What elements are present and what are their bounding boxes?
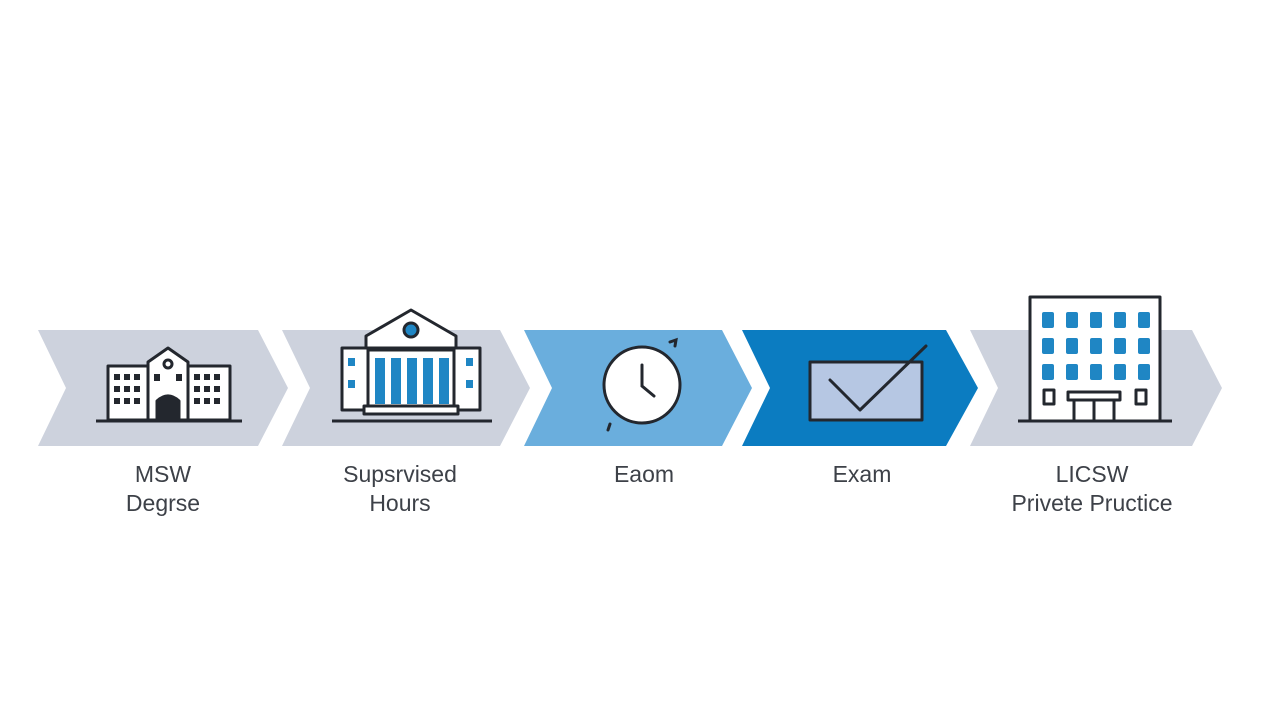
columned-building-icon	[332, 308, 492, 423]
step-2-label: Supsrvised Hours	[343, 461, 457, 516]
school-building-icon	[96, 346, 242, 423]
step-4-label: Exam	[832, 461, 892, 487]
step-1-label: MSW Degrse	[125, 461, 201, 516]
step-5-label: LICSW Privete Pructice	[1011, 461, 1173, 516]
clock-icon	[602, 337, 682, 432]
envelope-check-icon	[808, 344, 928, 422]
step-3-label: Eaom	[613, 461, 675, 487]
office-building-icon	[1018, 295, 1172, 423]
